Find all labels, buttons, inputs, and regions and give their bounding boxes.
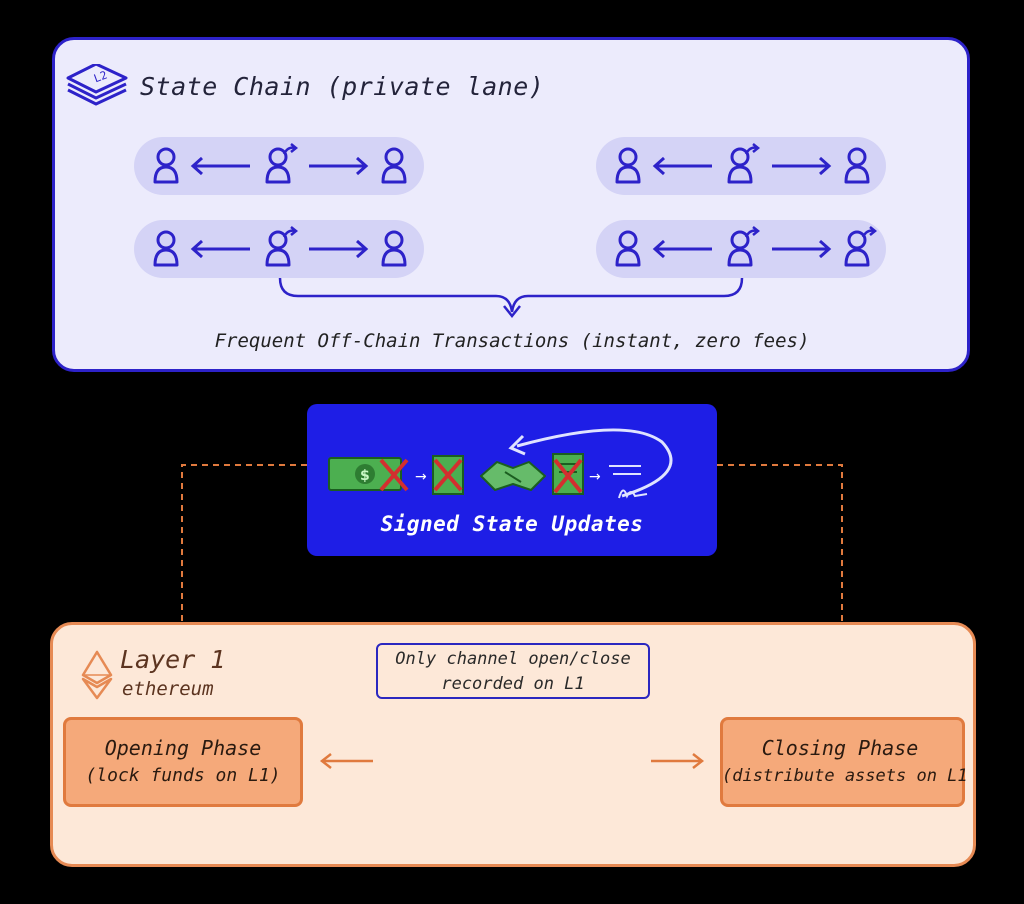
signed-updates-icons: $ → → [328,428,673,499]
brace-icon [278,277,744,313]
cross-icon [379,458,409,492]
opening-phase-subtitle: (lock funds on L1) [85,765,281,786]
svg-text:$: $ [360,468,370,484]
signed-updates-label: Signed State Updates [380,512,644,536]
closing-phase-box [720,717,965,807]
svg-text:→: → [415,469,427,485]
state-chain-caption: Frequent Off-Chain Transactions (instant… [214,330,810,352]
l1-note-line-2: recorded on L1 [441,674,585,694]
layer2-stack-icon: L2 [66,64,128,106]
state-chain-title: State Chain (private lane) [140,72,545,101]
handshake-icon [480,461,546,491]
arrow-right-icon [651,753,705,769]
layer1-title: Layer 1 [120,645,226,674]
l1-note-box [376,643,650,699]
svg-text:L2: L2 [92,69,109,86]
lane-icons [153,142,877,319]
ethereum-icon [81,650,113,700]
closing-phase-subtitle: (distribute assets on L1 [722,766,968,786]
arrow-left-icon [319,753,373,769]
opening-phase-title: Opening Phase [104,736,262,760]
return-arrow-icon [516,428,673,498]
money-icon: $ [328,457,402,491]
document-icon [552,453,584,495]
document-icon [432,455,464,495]
svg-text:→: → [589,469,601,485]
l1-note-line-1: Only channel open/close [395,649,631,669]
opening-phase-box [63,717,303,807]
signature-icon [609,465,648,499]
closing-phase-title: Closing Phase [761,736,919,760]
layer1-subtitle: ethereum [122,678,214,700]
